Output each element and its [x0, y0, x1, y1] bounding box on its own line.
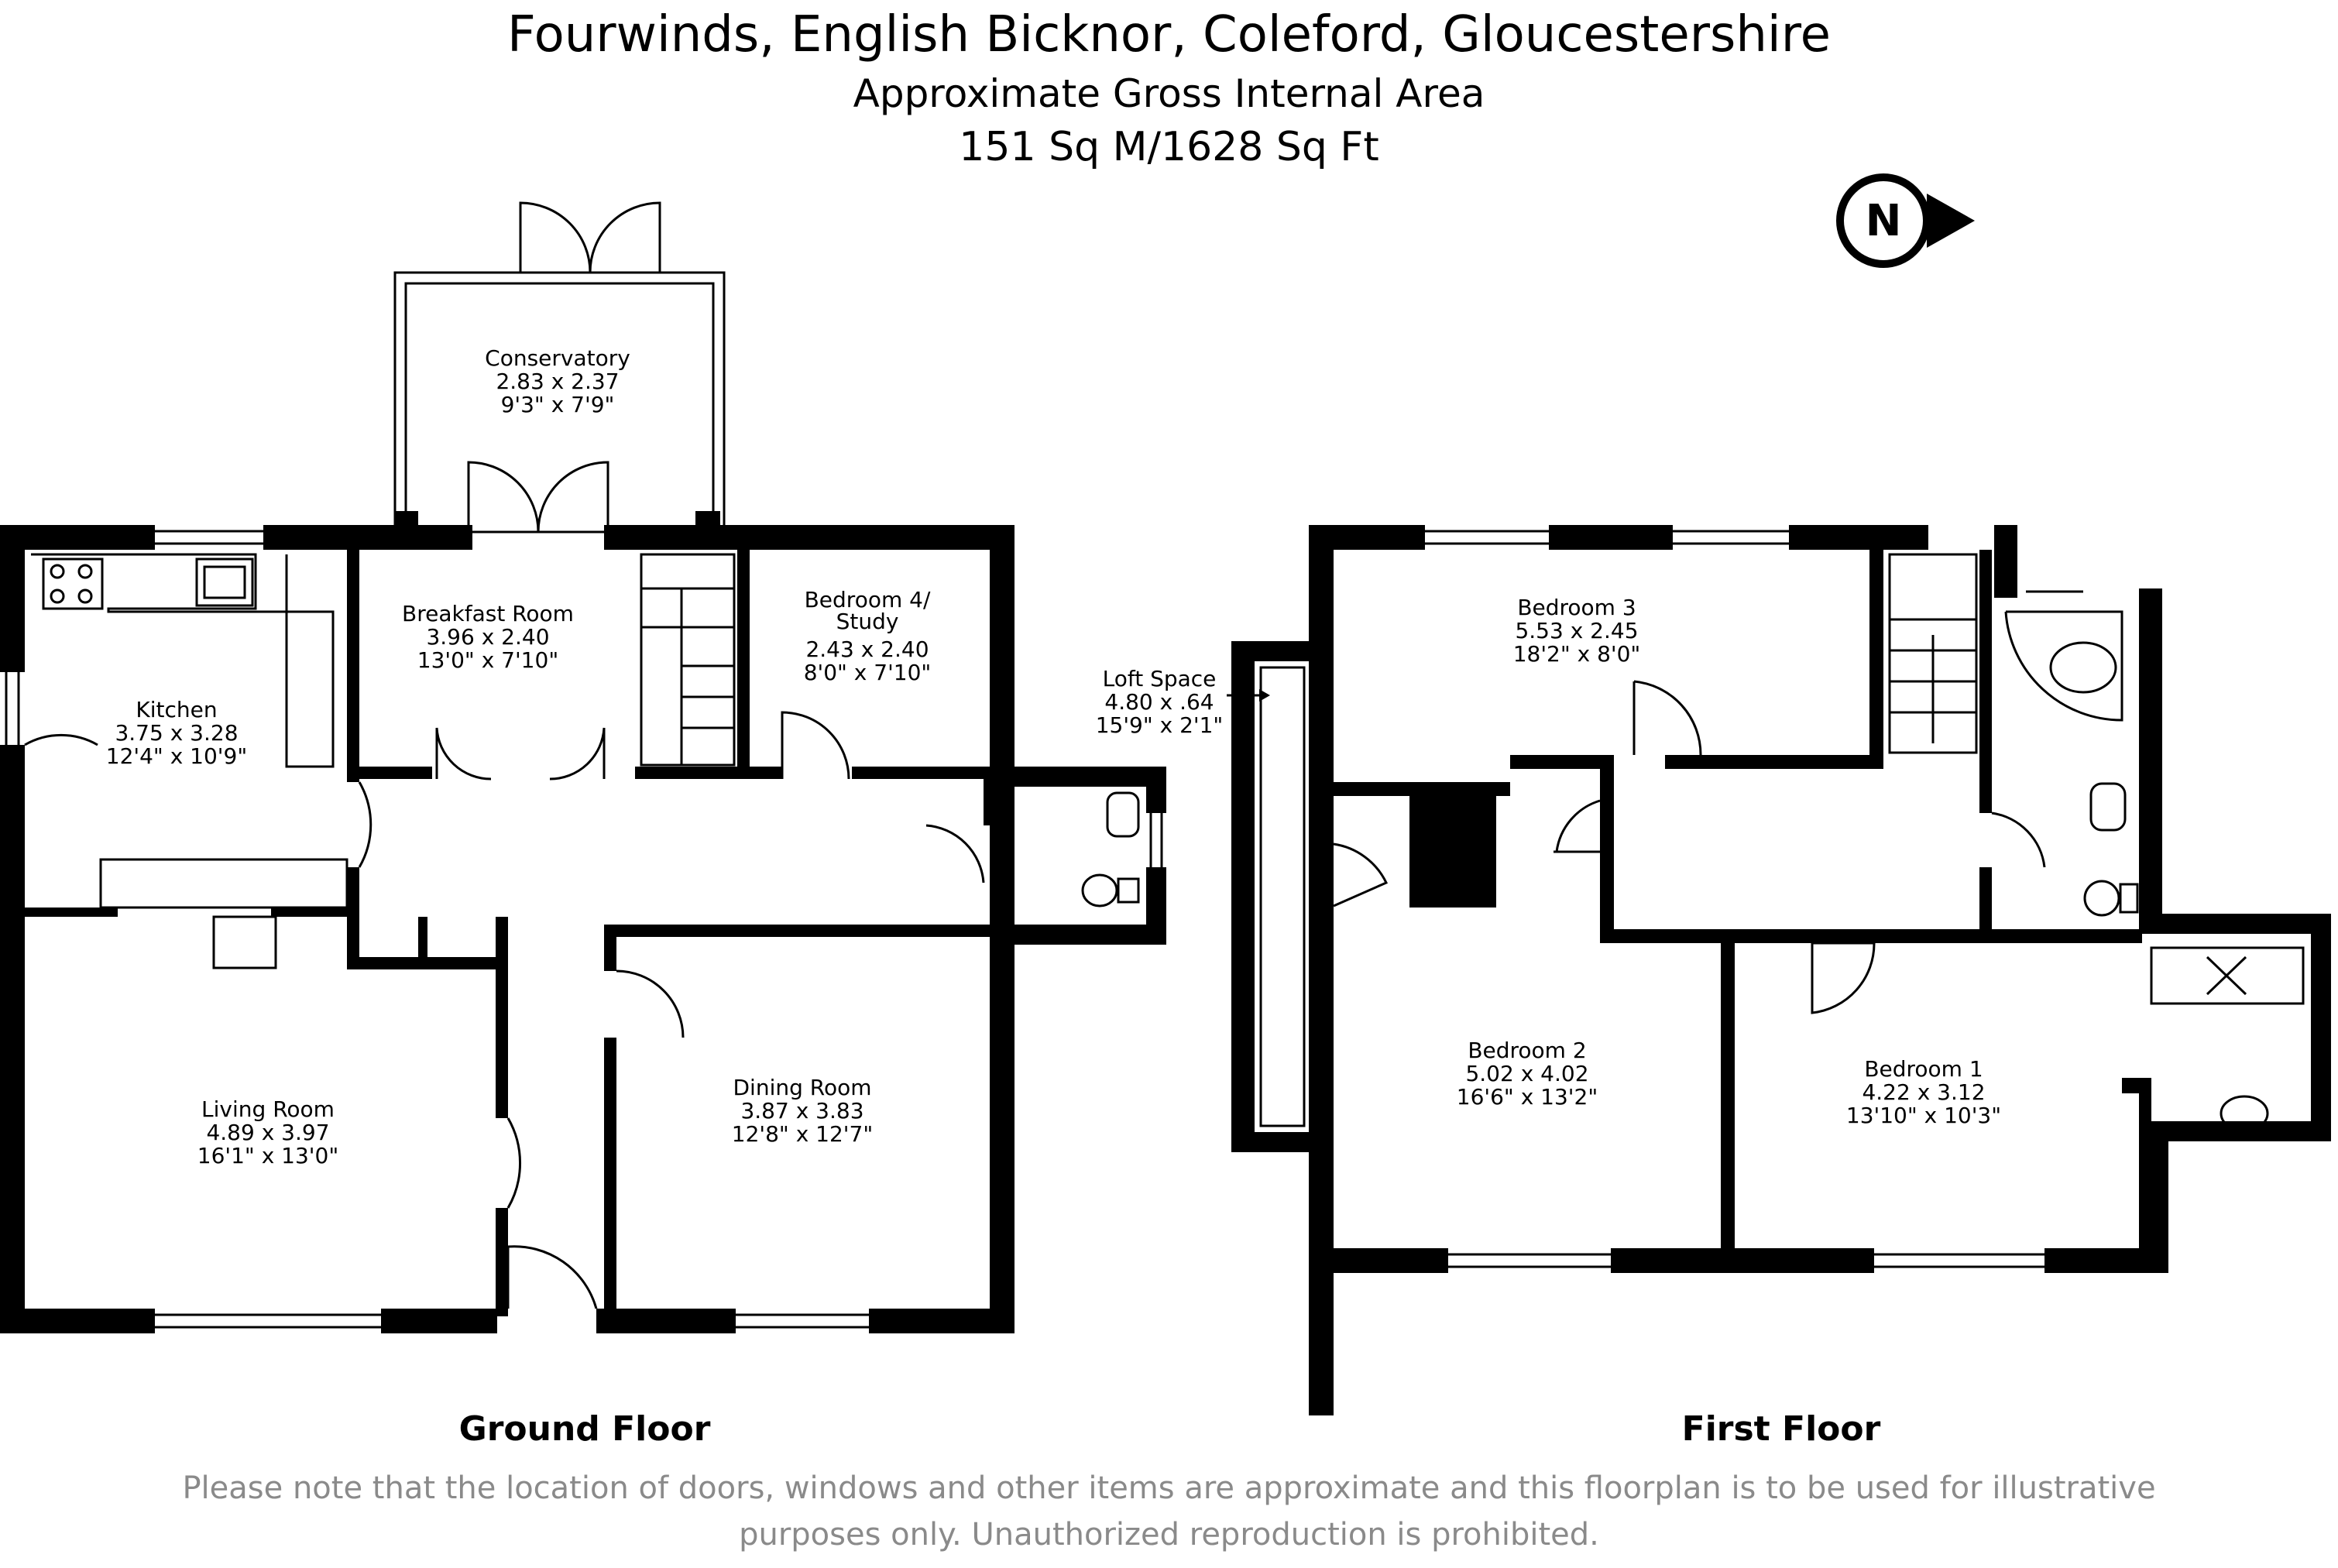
svg-text:5.53 x 2.45: 5.53 x 2.45 [1515, 618, 1638, 643]
breakfast-room-label: Breakfast Room 3.96 x 2.40 13'0" x 7'10" [402, 601, 574, 673]
north-arrow-icon: N [1836, 173, 1975, 268]
ground-floor-windows [5, 530, 1163, 1329]
svg-text:3.96 x 2.40: 3.96 x 2.40 [426, 624, 549, 650]
svg-text:Bedroom 1: Bedroom 1 [1864, 1056, 1983, 1082]
svg-text:8'0" x 7'10": 8'0" x 7'10" [804, 660, 932, 685]
svg-text:Kitchen: Kitchen [136, 697, 217, 722]
svg-text:16'6" x 13'2": 16'6" x 13'2" [1457, 1084, 1598, 1110]
bedroom-3-label: Bedroom 3 5.53 x 2.45 18'2" x 8'0" [1513, 595, 1641, 667]
svg-text:5.02 x 4.02: 5.02 x 4.02 [1465, 1061, 1588, 1086]
disclaimer-line-1: Please note that the location of doors, … [182, 1470, 2156, 1506]
first-floor-plan: Loft Space 4.80 x .64 15'9" x 2'1" Bedro… [1096, 525, 2331, 1449]
svg-text:13'0" x 7'10": 13'0" x 7'10" [417, 647, 558, 673]
kitchen-label: Kitchen 3.75 x 3.28 12'4" x 10'9" [106, 697, 247, 769]
ground-floor-label: Ground Floor [459, 1409, 711, 1449]
bedroom-1-label: Bedroom 1 4.22 x 3.12 13'10" x 10'3" [1846, 1056, 2001, 1128]
svg-text:16'1" x 13'0": 16'1" x 13'0" [197, 1143, 338, 1168]
loft-space-label: Loft Space 4.80 x .64 15'9" x 2'1" [1096, 666, 1224, 738]
svg-text:Bedroom 4/: Bedroom 4/ [805, 587, 931, 612]
plan-subtitle: Approximate Gross Internal Area [853, 71, 1485, 116]
first-floor-walls [1231, 525, 2331, 1415]
plan-area: 151 Sq M/1628 Sq Ft [959, 124, 1379, 170]
svg-text:4.22 x 3.12: 4.22 x 3.12 [1862, 1079, 1985, 1105]
bedroom-2-label: Bedroom 2 5.02 x 4.02 16'6" x 13'2" [1457, 1038, 1598, 1110]
svg-text:Dining Room: Dining Room [733, 1075, 871, 1100]
svg-text:3.75 x 3.28: 3.75 x 3.28 [115, 720, 238, 746]
svg-text:Study: Study [836, 609, 899, 634]
svg-text:2.43 x 2.40: 2.43 x 2.40 [805, 636, 929, 662]
svg-text:15'9" x 2'1": 15'9" x 2'1" [1096, 712, 1224, 738]
ground-floor-plan: Conservatory 2.83 x 2.37 9'3" x 7'9" Bre… [0, 201, 1166, 1449]
bedroom-4-label: Bedroom 4/ Study 2.43 x 2.40 8'0" x 7'10… [804, 587, 932, 685]
ground-floor-walls [0, 525, 1166, 1333]
loft-pointer-icon [1227, 689, 1270, 702]
svg-text:12'4" x 10'9": 12'4" x 10'9" [106, 743, 247, 769]
north-letter: N [1866, 196, 1902, 246]
svg-text:12'8" x 12'7": 12'8" x 12'7" [732, 1121, 873, 1147]
first-floor-label: First Floor [1682, 1409, 1881, 1449]
svg-text:4.89 x 3.97: 4.89 x 3.97 [206, 1120, 329, 1145]
svg-text:18'2" x 8'0": 18'2" x 8'0" [1513, 641, 1641, 667]
disclaimer: Please note that the location of doors, … [0, 1465, 2338, 1558]
first-floor-windows [1259, 530, 2305, 1268]
svg-text:3.87 x 3.83: 3.87 x 3.83 [740, 1098, 863, 1124]
svg-text:Living Room: Living Room [201, 1096, 335, 1122]
svg-text:Loft Space: Loft Space [1103, 666, 1217, 691]
disclaimer-line-2: purposes only. Unauthorized reproduction… [739, 1517, 1599, 1553]
svg-text:Bedroom 2: Bedroom 2 [1468, 1038, 1586, 1063]
svg-text:13'10" x 10'3": 13'10" x 10'3" [1846, 1103, 2001, 1128]
svg-text:2.83 x 2.37: 2.83 x 2.37 [496, 369, 619, 394]
svg-text:Bedroom 3: Bedroom 3 [1517, 595, 1636, 620]
living-room-label: Living Room 4.89 x 3.97 16'1" x 13'0" [197, 1096, 338, 1168]
svg-text:Conservatory: Conservatory [485, 345, 630, 371]
conservatory-outline [393, 201, 726, 534]
svg-text:4.80 x .64: 4.80 x .64 [1104, 689, 1214, 715]
conservatory-label: Conservatory 2.83 x 2.37 9'3" x 7'9" [485, 345, 630, 417]
svg-text:9'3" x 7'9": 9'3" x 7'9" [501, 392, 615, 417]
svg-text:Breakfast Room: Breakfast Room [402, 601, 574, 626]
plan-title: Fourwinds, English Bicknor, Coleford, Gl… [507, 6, 1831, 63]
dining-room-label: Dining Room 3.87 x 3.83 12'8" x 12'7" [732, 1075, 873, 1147]
